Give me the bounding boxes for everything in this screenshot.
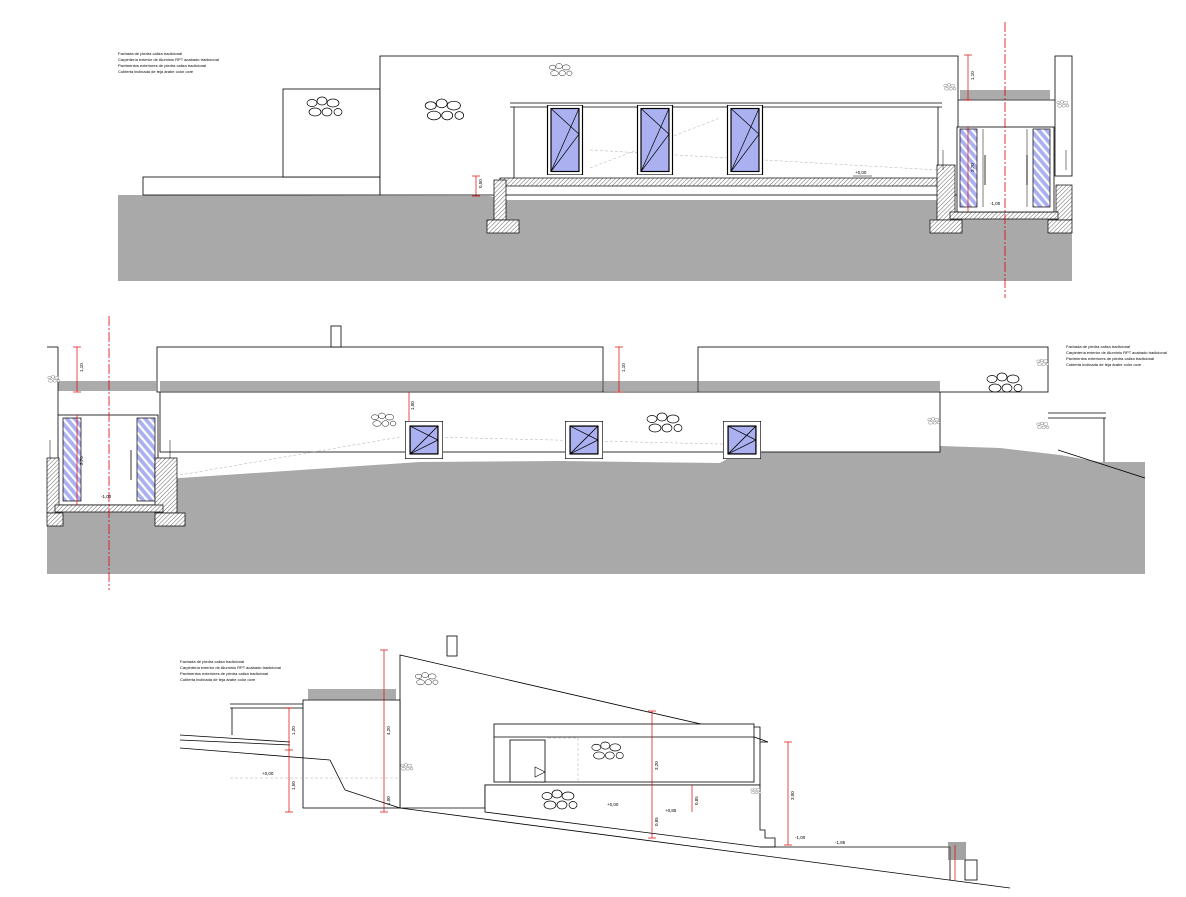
chimney: [446, 635, 458, 657]
note-roof: Cubierta inclinada de teja árabe color o…: [180, 677, 256, 682]
patio-glazing-left: [62, 417, 82, 502]
dim-door: 2,70: [79, 456, 84, 465]
stone-cluster: [47, 375, 61, 383]
green-roof: [160, 381, 940, 391]
note-paving: Pavimentos exteriores de piedra caliza t…: [118, 63, 206, 68]
note-facade: Fachada de piedra caliza tradicional: [118, 51, 182, 56]
elevation-1-notes: Fachada de piedra caliza tradicional Car…: [118, 51, 219, 74]
ground-section: [47, 440, 1145, 574]
footing-stem-left: [493, 179, 507, 221]
window-3: [726, 105, 764, 175]
porch-door: [509, 739, 546, 783]
dim-f: 1,00: [386, 796, 391, 805]
dim-wall: 2,70: [970, 163, 975, 172]
note-carpentry: Carpintería exterior de Aluminio RPT aca…: [118, 57, 219, 62]
green-roof: [58, 381, 156, 391]
patio-footing-right: [154, 512, 186, 527]
elevation-3-dimensions: 1,20 1,50 4,20 1,00 3,20 0,85 0,85 3,00 …: [262, 649, 956, 880]
dim-upper: 1,10: [970, 71, 975, 80]
square-window-3: [723, 421, 761, 459]
note-paving: Pavimentos exteriores de piedra caliza t…: [1066, 356, 1154, 361]
terrace-slab: [499, 177, 941, 187]
patio-footing-left: [929, 219, 963, 234]
dim-c: 4,20: [386, 726, 391, 735]
elevation-2: Fachada de piedra caliza tradicional Car…: [46, 316, 1167, 590]
note-carpentry: Carpintería exterior de Aluminio RPT aca…: [1066, 350, 1167, 355]
elevation-1-dimensions: 0,50 1,10 2,70 +0,00 -1,00: [472, 22, 1006, 298]
elevation-3: Fachada de piedra caliza tradicional Car…: [179, 635, 1011, 889]
pergola: [1048, 412, 1146, 479]
patio-wall-right: [1055, 184, 1073, 221]
note-facade: Fachada de piedra caliza tradicional: [180, 659, 244, 664]
patio-glazing-right: [1032, 128, 1051, 208]
ground-slope: [399, 807, 1011, 889]
elevation-1: Fachada de piedra caliza tradicional Car…: [118, 22, 1073, 298]
footing-left: [486, 219, 520, 234]
note-roof: Cubierta inclinada de teja árabe color o…: [1066, 362, 1142, 367]
window-2: [636, 105, 674, 175]
dim-mid: 1,10: [621, 363, 626, 372]
dim-h: 0,85: [694, 796, 699, 805]
sunken-patio: [929, 90, 1073, 234]
low-wall: [142, 176, 381, 196]
ground-section: [118, 195, 1072, 281]
lower-base: [484, 784, 776, 848]
note-carpentry: Carpintería exterior de Aluminio RPT aca…: [180, 665, 281, 670]
planter: [964, 859, 978, 881]
patio-glazing-left: [959, 128, 978, 208]
chimney: [330, 325, 342, 348]
level-left: +0,00: [262, 771, 274, 776]
stone-cluster: [1036, 421, 1050, 429]
dim-step: 0,50: [478, 179, 483, 188]
dim-d: 3,20: [654, 761, 659, 770]
elevation-3-notes: Fachada de piedra caliza tradicional Car…: [180, 659, 281, 682]
level-low: -1,00: [795, 835, 806, 840]
shrub: [948, 842, 966, 860]
square-window-1: [405, 421, 443, 459]
dim-g: 3,00: [790, 791, 795, 800]
patio-footing-left: [46, 512, 64, 527]
level-lower: -1,00: [990, 201, 1001, 206]
elevation-2-dimensions: 1,10 2,70 1,10 1,00 -1,00: [73, 316, 626, 590]
patio-glazing-right: [136, 417, 156, 502]
square-window-2: [565, 421, 603, 459]
dim-a: 1,20: [291, 726, 296, 735]
patio-floor: [949, 211, 1059, 220]
note-facade: Fachada de piedra caliza tradicional: [1066, 344, 1130, 349]
level-patio: +0,00: [855, 170, 867, 175]
patio-footing-right: [1047, 219, 1073, 234]
green-roof: [308, 689, 396, 700]
porch: [493, 723, 769, 783]
window-1: [546, 105, 584, 175]
dim-left: 1,10: [79, 363, 84, 372]
level-low2: -1,85: [835, 840, 846, 845]
elevation-2-notes: Fachada de piedra caliza tradicional Car…: [1066, 344, 1167, 367]
note-roof: Cubierta inclinada de teja árabe color o…: [118, 69, 194, 74]
dim-e: 0,85: [654, 817, 659, 826]
level-step: +0,85: [665, 808, 677, 813]
lower-facade: [159, 391, 941, 453]
note-paving: Pavimentos exteriores de piedra caliza t…: [180, 671, 268, 676]
dim-b: 1,50: [291, 781, 296, 790]
level-lower: -1,00: [101, 494, 112, 499]
dim-window: 1,00: [410, 401, 415, 410]
level-patio: +0,00: [607, 802, 619, 807]
right-volume: [1054, 55, 1073, 177]
